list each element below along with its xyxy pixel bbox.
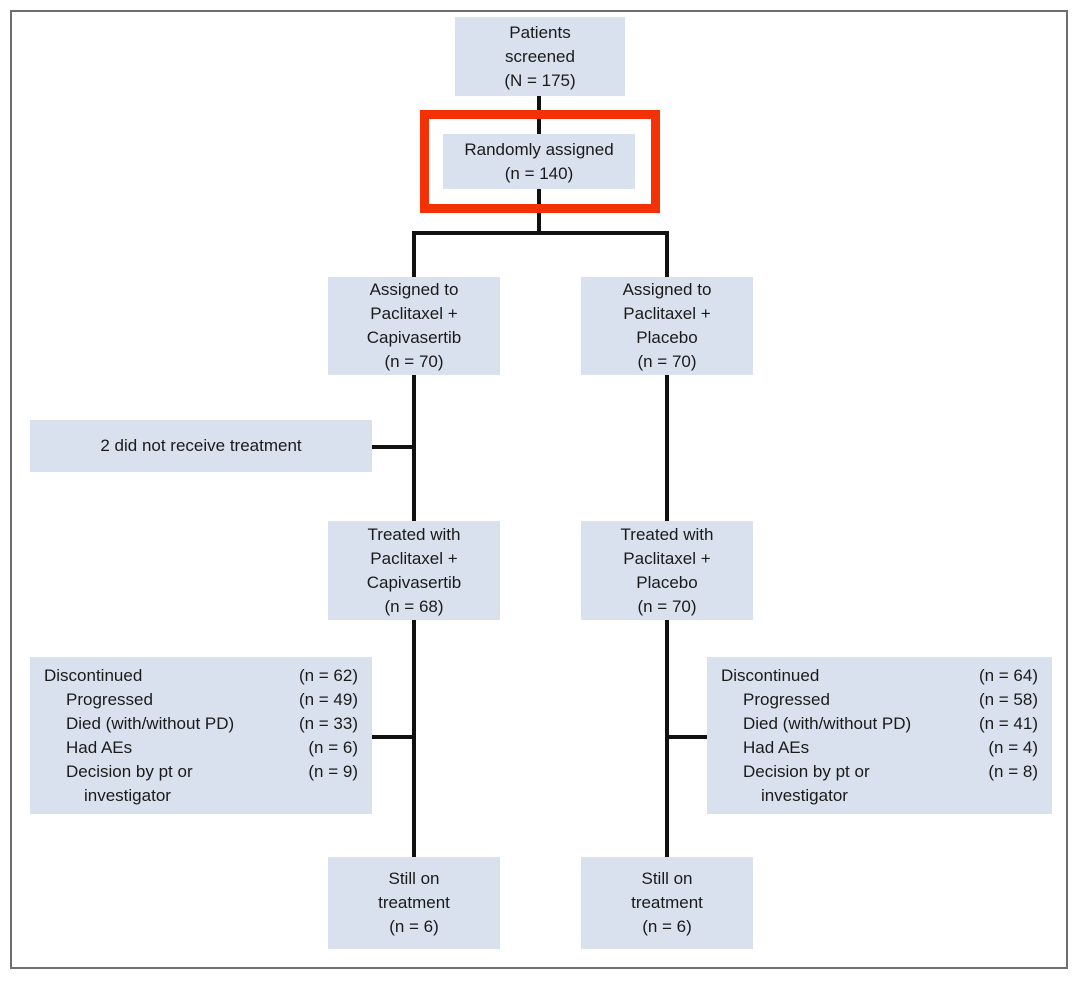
node-line: Placebo	[636, 328, 698, 347]
discontinued-row-label: Had AEs	[66, 737, 133, 757]
discontinued-row: Decision by pt or (n = 9)	[30, 760, 372, 784]
node-did-not-receive-treatment: 2 did not receive treatment	[30, 420, 372, 472]
node-line: treatment	[378, 893, 450, 912]
discontinued-row: Had AEs (n = 4)	[707, 736, 1052, 760]
node-line: Paclitaxel +	[370, 304, 458, 323]
discontinued-row-count: (n = 64)	[978, 665, 1038, 685]
node-line: (N = 175)	[504, 70, 576, 90]
node-line: Assigned to	[622, 280, 712, 299]
node-line: treatment	[631, 893, 703, 912]
node-line: screened	[505, 46, 575, 66]
discontinued-row-count: (n = 6)	[308, 737, 358, 757]
node-assigned-capivasertib: Assigned to Paclitaxel + Capivasertib (n…	[328, 277, 500, 375]
discontinued-row-label: investigator	[761, 785, 848, 805]
connector-left-assigned-to-treated	[412, 374, 416, 522]
node-line: (n = 70)	[637, 596, 697, 616]
discontinued-row-label: investigator	[84, 785, 171, 805]
discontinued-row-count: (n = 33)	[298, 713, 358, 733]
node-line: Patients	[509, 22, 571, 42]
node-line: (n = 70)	[637, 352, 697, 371]
connector-screened-to-randomized	[537, 95, 541, 134]
discontinued-row-label: Progressed	[743, 689, 830, 709]
connector-right-treated-to-still	[665, 620, 669, 858]
discontinued-row-count: (n = 9)	[308, 761, 358, 781]
discontinued-row-label: Decision by pt or	[66, 761, 193, 781]
node-randomly-assigned: Randomly assigned (n = 140)	[443, 134, 635, 189]
discontinued-row-label: Died (with/without PD)	[66, 713, 235, 733]
discontinued-row: Had AEs (n = 6)	[30, 736, 372, 760]
connector-branch-right-drop	[665, 231, 669, 278]
connector-right-discontinued-tap	[665, 735, 707, 739]
discontinued-row-label: Decision by pt or	[743, 761, 870, 781]
discontinued-row-label: Discontinued	[44, 665, 143, 685]
node-line: Paclitaxel +	[623, 304, 711, 323]
discontinued-row-count: (n = 58)	[978, 689, 1038, 709]
node-discontinued-placebo: Discontinued(n = 64)Progressed(n = 58)Di…	[707, 657, 1052, 814]
node-line: (n = 68)	[384, 596, 444, 616]
connector-branch-left-drop	[412, 231, 416, 278]
discontinued-row: investigator	[30, 784, 372, 808]
node-line: Treated with	[367, 524, 461, 544]
discontinued-row: Progressed (n = 49)	[30, 688, 372, 712]
connector-left-treated-to-still	[412, 620, 416, 858]
discontinued-row: investigator	[707, 784, 1052, 808]
node-line: (n = 70)	[384, 352, 444, 371]
node-patients-screened: Patients screened (N = 175)	[455, 17, 625, 96]
node-line: 2 did not receive treatment	[100, 436, 302, 455]
discontinued-row-count: (n = 8)	[988, 761, 1038, 781]
discontinued-row-label: Died (with/without PD)	[743, 713, 912, 733]
discontinued-row: Died (with/without PD) (n = 33)	[30, 712, 372, 736]
discontinued-row: Progressed (n = 58)	[707, 688, 1052, 712]
discontinued-row: Discontinued (n = 64)	[707, 664, 1052, 688]
node-line: Capivasertib	[366, 328, 462, 347]
node-line: Randomly assigned	[464, 139, 614, 159]
node-still-on-treatment-capivasertib: Still on treatment (n = 6)	[328, 857, 500, 949]
node-line: (n = 6)	[642, 917, 692, 936]
discontinued-row-count: (n = 41)	[978, 713, 1038, 733]
node-line: Capivasertib	[366, 572, 462, 592]
discontinued-row-label: Had AEs	[743, 737, 810, 757]
connector-not-treated-tap	[372, 445, 414, 449]
discontinued-row-count: (n = 49)	[298, 689, 358, 709]
connector-right-assigned-to-treated	[665, 374, 669, 522]
discontinued-row: Discontinued (n = 62)	[30, 664, 372, 688]
node-line: Still on	[641, 869, 693, 888]
connector-randomized-stem	[537, 188, 541, 234]
node-treated-placebo: Treated with Paclitaxel + Placebo (n = 7…	[581, 521, 753, 620]
connector-left-discontinued-tap	[372, 735, 414, 739]
node-line: Treated with	[620, 524, 714, 544]
node-line: Paclitaxel +	[623, 548, 711, 568]
discontinued-row-label: Discontinued	[721, 665, 820, 685]
discontinued-row: Decision by pt or (n = 8)	[707, 760, 1052, 784]
node-line: Still on	[388, 869, 440, 888]
connector-branch-horizontal	[412, 231, 669, 235]
discontinued-row-count: (n = 4)	[988, 737, 1038, 757]
discontinued-row-count: (n = 62)	[298, 665, 358, 685]
discontinued-row-label: Progressed	[66, 689, 153, 709]
node-line: Placebo	[636, 572, 698, 592]
node-discontinued-capivasertib: Discontinued(n = 62)Progressed(n = 49)Di…	[30, 657, 372, 814]
node-still-on-treatment-placebo: Still on treatment (n = 6)	[581, 857, 753, 949]
node-line: (n = 140)	[504, 163, 574, 183]
node-line: Assigned to	[369, 280, 459, 299]
node-treated-capivasertib: Treated with Paclitaxel + Capivasertib (…	[328, 521, 500, 620]
node-line: Paclitaxel +	[370, 548, 458, 568]
node-line: (n = 6)	[389, 917, 439, 936]
discontinued-row: Died (with/without PD) (n = 41)	[707, 712, 1052, 736]
node-assigned-placebo: Assigned to Paclitaxel + Placebo (n = 70…	[581, 277, 753, 375]
